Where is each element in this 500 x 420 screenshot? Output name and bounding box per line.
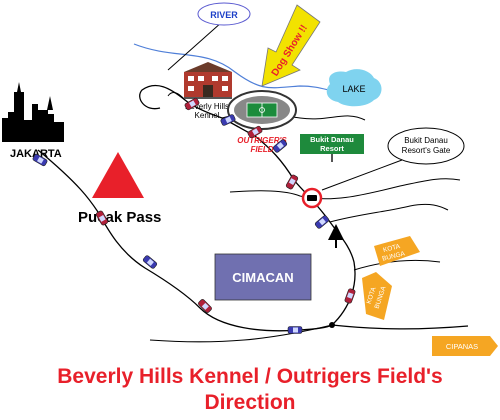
river-line: [133, 43, 339, 93]
no-entry-sign-icon: [301, 187, 323, 209]
car-icon: [247, 125, 263, 139]
kennel-building-icon: [184, 62, 232, 99]
road-east: [329, 203, 449, 223]
road-lower-left: [149, 324, 333, 343]
resort-gate-callout: Bukit Danau Resort's Gate: [321, 127, 465, 191]
car-icon: [272, 139, 288, 153]
car-icon: [32, 153, 48, 167]
resort-label-line1: Bukit Danau: [310, 135, 354, 144]
cipanas-label: CIPANAS: [446, 342, 478, 351]
car-icon: [344, 288, 356, 304]
car-icon: [285, 174, 299, 190]
cimacan-box: CIMACAN: [214, 253, 312, 301]
field-label-line1: OUTRIGER'S: [237, 136, 287, 145]
car-icon: [95, 210, 109, 226]
road-resort-gate: [229, 178, 461, 200]
kota-bunga-1-line1: KOTA: [382, 243, 401, 254]
lake-marker: LAKE: [326, 69, 382, 107]
car-icon: [314, 215, 330, 229]
road-south-east: [353, 259, 441, 271]
car-icon: [184, 97, 200, 111]
kennel-label-line2: Kennel: [195, 111, 220, 120]
lake-label: LAKE: [342, 84, 365, 94]
junction-dot: [329, 322, 335, 328]
gate-label-line2: Resort's Gate: [402, 146, 451, 155]
kota-bunga-sign-2: KOTA BUNGA: [362, 272, 392, 320]
resort-sign: Bukit Danau Resort: [300, 134, 364, 162]
road-loop: [167, 92, 186, 101]
kennel-label-line1: Beverly Hills: [185, 102, 229, 111]
river-label: RIVER: [210, 10, 238, 20]
stadium-icon: [227, 90, 297, 130]
jakarta-skyline-icon: [2, 82, 64, 142]
pucak-pass-triangle: [92, 152, 144, 198]
pucak-pass-label: Pucak Pass: [78, 209, 161, 226]
river-pointer: [167, 21, 223, 71]
car-icon: [198, 299, 212, 313]
car-icon: [142, 255, 158, 269]
car-icon: [220, 114, 236, 126]
gate-label-line1: Bukit Danau: [404, 136, 448, 145]
map-title: Beverly Hills Kennel / Outrigers Field's…: [0, 364, 500, 416]
river-marker: RIVER: [197, 2, 251, 26]
field-label-line2: FIELD: [250, 145, 273, 154]
title-line1: Beverly Hills Kennel / Outrigers Field's: [57, 365, 443, 388]
road-to-cipanas: [331, 324, 469, 330]
title-line2: Direction: [204, 391, 296, 414]
dog-show-arrow-icon: Dog Show !!: [261, 4, 321, 87]
cipanas-sign: CIPANAS: [432, 336, 498, 356]
cars-layer: [32, 97, 356, 334]
car-icon: [287, 326, 303, 334]
resort-label-line2: Resort: [320, 144, 344, 153]
cimacan-label: CIMACAN: [232, 270, 293, 285]
